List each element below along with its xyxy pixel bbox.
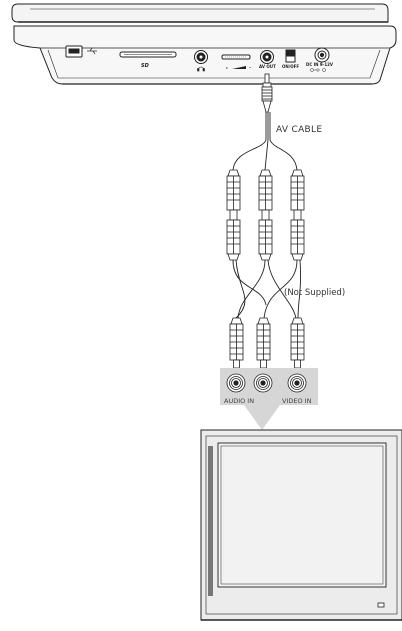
rca-plug-group-lower — [229, 317, 305, 369]
audio-in-label: AUDIO IN — [224, 397, 255, 405]
rca-plug-audio-left — [226, 169, 241, 261]
rca-plug-tv-audio-right — [256, 317, 271, 369]
av-cable-wires — [232, 112, 301, 319]
rca-plug-group-upper — [226, 169, 305, 261]
av-out-label: AV OUT — [259, 64, 276, 69]
not-supplied-label: (Not Supplied) — [284, 288, 346, 298]
rca-plug-video — [290, 169, 305, 261]
rca-plug-tv-video — [290, 317, 305, 369]
portable-dvd-player — [11, 3, 397, 85]
usb-icon — [87, 47, 97, 55]
dc-polarity-icon — [310, 68, 326, 72]
av-cable-plug[interactable] — [261, 73, 273, 113]
television — [200, 429, 402, 621]
tv-power-indicator — [377, 602, 385, 608]
power-switch[interactable] — [285, 49, 296, 63]
av-out-jack[interactable] — [260, 50, 274, 64]
tv-input-jacks — [226, 373, 307, 393]
audio-in-left-jack[interactable] — [226, 373, 246, 393]
tv-screen — [217, 442, 387, 588]
dc-in-label: DC IN 9-12V — [306, 62, 333, 67]
sd-slot-label: SD — [141, 63, 149, 69]
av-cable-label: AV CABLE — [276, 125, 323, 135]
headphone-jack[interactable] — [194, 50, 208, 64]
headphone-icon — [197, 66, 205, 72]
rca-plug-tv-audio-left — [229, 317, 244, 369]
rca-plug-audio-right — [258, 169, 273, 261]
dc-in-jack[interactable] — [314, 47, 330, 63]
tv-side-stripe — [208, 446, 213, 596]
video-in-label: VIDEO IN — [282, 397, 312, 405]
volume-icon — [226, 66, 251, 69]
device-port-panel — [65, 45, 330, 72]
video-in-jack[interactable] — [287, 373, 307, 393]
audio-in-right-jack[interactable] — [253, 373, 273, 393]
on-off-label: ON/OFF — [282, 64, 300, 69]
